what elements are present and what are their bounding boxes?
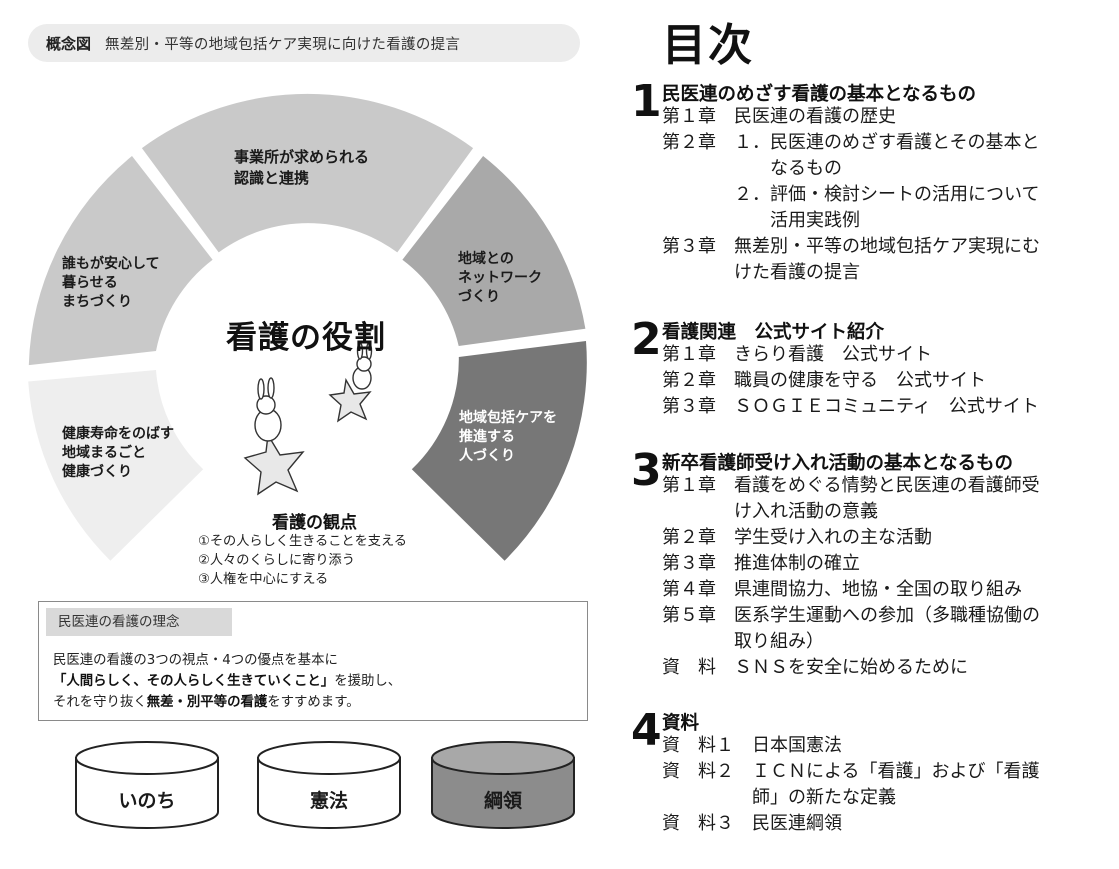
- section-title-3: 新卒看護師受け入れ活動の基本となるもの: [662, 453, 1013, 474]
- toc-line: 取り組み）: [662, 631, 824, 652]
- concept-tag: 概念図: [46, 34, 92, 53]
- toc-line: 第１章 看護をめぐる情勢と民医連の看護師受: [662, 475, 1040, 496]
- philosophy-label: 民医連の看護の理念: [46, 608, 232, 636]
- toc-line: 第１章 きらり看護 公式サイト: [662, 344, 932, 365]
- concept-title: 無差別・平等の地域包括ケア実現に向けた看護の提言: [105, 36, 461, 53]
- toc-line: 第２章 学生受け入れの主な活動: [662, 527, 932, 548]
- toc-line: 第２章 １．民医連のめざす看護とその基本と: [662, 132, 1040, 153]
- section-title-4: 資料: [662, 713, 700, 734]
- section-number-2: 2: [631, 314, 662, 365]
- concept-header: 概念図 無差別・平等の地域包括ケア実現に向けた看護の提言: [28, 24, 580, 62]
- toc-line: 資 料 ＳＮＳを安全に始めるために: [662, 657, 968, 678]
- cylinder-platform: 綱領: [431, 741, 575, 829]
- toc-line: 第２章 職員の健康を守る 公式サイト: [662, 370, 986, 391]
- toc-line: 第１章 民医連の看護の歴史: [662, 106, 896, 127]
- wheel-segment-cooperation: [141, 93, 474, 253]
- wheel-segment-network: [402, 156, 586, 346]
- cylinder-life: いのち: [75, 741, 219, 829]
- toc-line: 第３章 推進体制の確立: [662, 553, 860, 574]
- viewpoint-item: ①その人らしく生きることを支える: [198, 534, 407, 549]
- toc-line: け入れ活動の意義: [662, 501, 878, 522]
- philosophy-text: 民医連の看護の3つの視点・4つの優点を基本に 「人間らしく、その人らしく生きてい…: [53, 650, 401, 713]
- segment-text-health: 健康寿命をのばす 地域まるごと 健康づくり: [62, 425, 179, 480]
- section-lines-3: 第１章 看護をめぐる情勢と民医連の看護師受 け入れ活動の意義 第２章 学生受け入…: [662, 473, 1040, 681]
- section-lines-4: 資 料１ 日本国憲法 資 料２ ＩＣＮによる「看護」および「看護 師」の新たな定…: [662, 733, 1039, 837]
- section-lines-1: 第１章 民医連の看護の歴史 第２章 １．民医連のめざす看護とその基本と なるもの…: [662, 104, 1040, 286]
- toc-line: 第５章 医系学生運動への参加（多職種協働の: [662, 605, 1040, 626]
- toc-title: 目次: [662, 20, 754, 71]
- section-number-1: 1: [631, 76, 662, 127]
- rabbit-illustration: [243, 342, 373, 496]
- viewpoint-item: ②人々のくらしに寄り添う: [198, 553, 355, 568]
- section-number-3: 3: [631, 445, 662, 496]
- toc-line: 資 料２ ＩＣＮによる「看護」および「看護: [662, 761, 1040, 782]
- toc-line: なるもの: [662, 158, 842, 179]
- philosophy-box: 民医連の看護の理念 民医連の看護の3つの視点・4つの優点を基本に 「人間らしく、…: [38, 601, 588, 721]
- toc-line: 第３章 無差別・平等の地域包括ケア実現にむ: [662, 236, 1040, 257]
- wheel-segment-town: [28, 156, 213, 366]
- viewpoint-list: ①その人らしく生きることを支える ②人々のくらしに寄り添う ③人権を中心にすえる: [198, 532, 407, 589]
- role-title: 看護の役割: [226, 320, 386, 356]
- cylinder-label-platform: 綱領: [484, 789, 523, 812]
- cylinder-constitution: 憲法: [257, 741, 401, 829]
- viewpoint-title: 看護の観点: [272, 513, 357, 533]
- foundation-cylinders: いのち 憲法 綱領: [75, 741, 575, 829]
- wheel-segment-health: [28, 370, 204, 561]
- philosophy-line-3: それを守り抜く無差・別平等の看護をすすめます。: [53, 695, 360, 710]
- segment-text-cooperation: 事業所が求められる 認識と連携: [234, 148, 374, 187]
- cylinder-label-constitution: 憲法: [310, 789, 348, 812]
- toc-line: 第３章 ＳＯＧＩＥコミュニティ 公式サイト: [662, 396, 1039, 417]
- section-title-2: 看護関連 公式サイト紹介: [662, 322, 885, 343]
- cylinder-label-life: いのち: [118, 790, 175, 812]
- section-title-1: 民医連のめざす看護の基本となるもの: [662, 84, 976, 105]
- philosophy-line-2: 「人間らしく、その人らしく生きていくこと」を援助し、: [53, 674, 402, 689]
- section-lines-2: 第１章 きらり看護 公式サイト 第２章 職員の健康を守る 公式サイト 第３章 Ｓ…: [662, 342, 1039, 420]
- section-number-4: 4: [631, 705, 662, 756]
- role-wheel: 事業所が求められる 認識と連携 地域との ネットワーク づくり 地域包括ケアを …: [28, 93, 587, 561]
- segment-text-town: 誰もが安心して 暮らせる まちづくり: [61, 255, 164, 310]
- wheel-segment-people: [411, 341, 587, 561]
- segment-text-people: 地域包括ケアを 推進する 人づくり: [459, 409, 562, 464]
- segment-text-network: 地域との ネットワーク づくり: [458, 250, 547, 305]
- toc-line: 活用実践例: [662, 210, 860, 231]
- viewpoint-item: ③人権を中心にすえる: [198, 572, 329, 587]
- toc-line: 資 料１ 日本国憲法: [662, 735, 842, 756]
- philosophy-line-1: 民医連の看護の3つの視点・4つの優点を基本に: [53, 653, 338, 668]
- toc-line: 師」の新たな定義: [662, 787, 896, 808]
- toc-line: 第４章 県連間協力、地協・全国の取り組み: [662, 579, 1022, 600]
- toc-line: けた看護の提言: [662, 262, 860, 283]
- toc-line: 資 料３ 民医連綱領: [662, 813, 842, 834]
- toc-line: ２．評価・検討シートの活用について: [662, 184, 1040, 205]
